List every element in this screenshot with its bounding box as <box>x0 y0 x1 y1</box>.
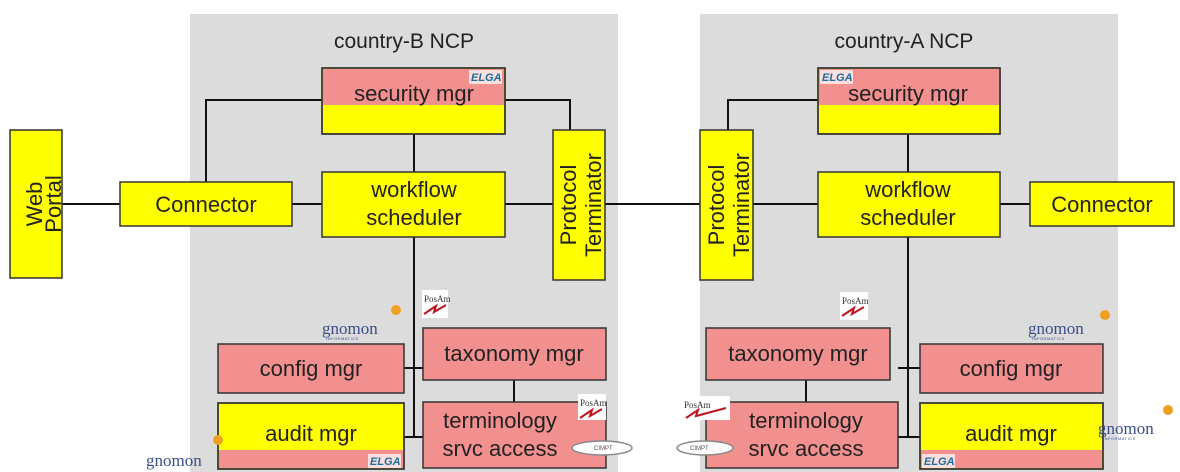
connection-lines <box>62 99 1030 438</box>
left-protocol-label-line2: Terminator <box>581 153 606 257</box>
elga-logo-text: ELGA <box>822 72 853 84</box>
right-connector-label: Connector <box>1051 192 1153 217</box>
country-b-title: country-B NCP <box>334 30 474 53</box>
right-terminology-node: terminology srvc access PosAm CIMPT <box>676 396 899 469</box>
right-audit-label: audit mgr <box>965 421 1057 446</box>
gnomon-logo-icon: gnomon INFORMATICS <box>1028 310 1110 341</box>
gnomon-logo-icon: gnomon <box>146 451 202 470</box>
right-connector-node: Connector <box>1029 181 1175 227</box>
country-a-title: country-A NCP <box>835 30 974 53</box>
right-workflow-label-line1: workflow <box>864 177 951 202</box>
right-protocol-label-line1: Protocol <box>704 165 729 246</box>
left-terminology-label-line1: terminology <box>443 408 557 433</box>
gnomon-logo-icon: gnomon INFORMATICS <box>322 305 401 341</box>
web-portal-node: Web Portal <box>9 129 66 279</box>
gnomon-logo-text: gnomon <box>1028 319 1084 338</box>
gnomon-logo-subtext: INFORMATICS <box>326 336 359 341</box>
right-terminology-label-line1: terminology <box>749 408 863 433</box>
right-security-label: security mgr <box>848 81 968 106</box>
gnomon-logo-text: gnomon <box>146 451 202 470</box>
left-connector-node: Connector <box>119 181 293 227</box>
posam-logo-text: PosAm <box>684 400 711 410</box>
left-security-label: security mgr <box>354 81 474 106</box>
posam-logo-icon: PosAm <box>680 396 730 420</box>
left-connector-label: Connector <box>155 192 257 217</box>
right-terminology-label-line2: srvc access <box>749 436 864 461</box>
left-taxonomy-label: taxonomy mgr <box>444 341 583 366</box>
cimpt-logo-text: CIMPT <box>594 446 613 452</box>
posam-logo-text: PosAm <box>580 398 607 408</box>
elga-logo-icon: ELGA <box>368 454 401 468</box>
left-workflow-node: workflow scheduler <box>321 171 506 238</box>
left-config-label: config mgr <box>260 356 363 381</box>
cimpt-logo-icon: CIMPT <box>676 440 734 456</box>
right-security-node: security mgr ELGA <box>817 67 1001 135</box>
right-audit-node: audit mgr ELGA <box>919 402 1104 470</box>
left-protocol-label-line1: Protocol <box>556 165 581 246</box>
left-terminology-node: terminology srvc access PosAm CIMPT <box>422 394 633 469</box>
posam-logo-icon: PosAm <box>840 292 869 320</box>
gnomon-logo-text: gnomon <box>322 319 378 338</box>
elga-logo-text: ELGA <box>924 456 955 468</box>
gnomon-logo-text: gnomon <box>1098 419 1154 438</box>
elga-logo-icon: ELGA <box>469 70 502 84</box>
left-workflow-label-line1: workflow <box>370 177 457 202</box>
elga-logo-icon: ELGA <box>922 454 955 468</box>
posam-logo-icon: PosAm <box>578 394 607 420</box>
left-terminology-label-line2: srvc access <box>443 436 558 461</box>
posam-logo-icon: PosAm <box>422 290 451 318</box>
elga-logo-text: ELGA <box>471 72 502 84</box>
right-taxonomy-label: taxonomy mgr <box>728 341 867 366</box>
posam-logo-text: PosAm <box>842 296 869 306</box>
right-protocol-node: Protocol Terminator <box>699 129 754 281</box>
right-config-label: config mgr <box>960 356 1063 381</box>
elga-logo-icon: ELGA <box>820 70 853 84</box>
cimpt-logo-icon: CIMPT <box>571 440 633 456</box>
right-workflow-node: workflow scheduler <box>817 171 1001 238</box>
web-portal-label-line1: Web <box>22 182 47 227</box>
left-workflow-label-line2: scheduler <box>366 205 461 230</box>
left-protocol-node: Protocol Terminator <box>552 129 606 281</box>
web-portal-label-line2: Portal <box>41 175 66 232</box>
right-workflow-label-line2: scheduler <box>860 205 955 230</box>
left-security-node: security mgr ELGA <box>321 67 506 135</box>
right-taxonomy-node: taxonomy mgr <box>705 327 891 381</box>
right-protocol-label-line2: Terminator <box>729 153 754 257</box>
elga-logo-text: ELGA <box>370 456 401 468</box>
posam-logo-text: PosAm <box>424 294 451 304</box>
left-config-node: config mgr <box>217 343 405 394</box>
left-taxonomy-node: taxonomy mgr <box>422 327 607 381</box>
cimpt-logo-text: CIMPT <box>690 446 709 452</box>
left-audit-label: audit mgr <box>265 421 357 446</box>
right-config-node: config mgr <box>919 343 1104 394</box>
gnomon-logo-icon: gnomon INFORMATICS <box>1098 405 1173 441</box>
gnomon-logo-subtext: INFORMATICS <box>1032 336 1065 341</box>
gnomon-logo-subtext: INFORMATICS <box>1103 436 1136 441</box>
left-audit-node: audit mgr ELGA <box>213 402 405 470</box>
